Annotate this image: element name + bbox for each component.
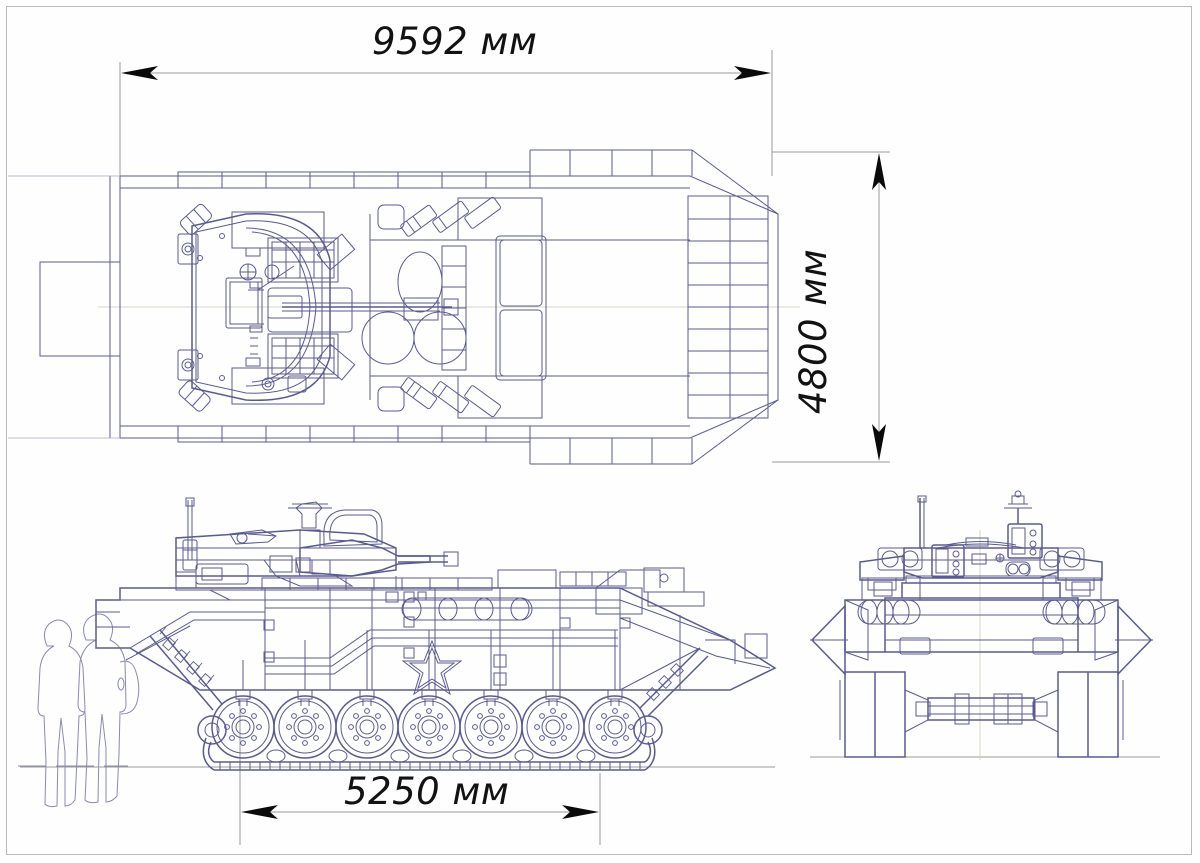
plan-deck-grid — [441, 245, 467, 371]
side-fuel-drums — [401, 597, 533, 621]
dimension-track-width-label: 5250 мм — [344, 770, 510, 813]
star-insignia — [401, 639, 463, 696]
side-turret — [175, 497, 459, 603]
dimension-length-label: 9592 мм — [372, 20, 538, 63]
plan-smoke-launchers-right — [400, 377, 502, 418]
plan-engine-grille — [495, 235, 547, 381]
side-hull-fittings — [263, 616, 631, 686]
front-side-armour — [810, 577, 1153, 676]
plan-smoke-launchers-left — [400, 196, 502, 237]
plan-right-skirt-slats — [177, 425, 531, 443]
front-axle — [904, 689, 1059, 733]
dimension-width — [772, 151, 890, 463]
front-view — [810, 490, 1160, 760]
side-track — [149, 626, 709, 771]
dimension-width-label: 4800 мм — [792, 248, 836, 415]
side-suspension-mounts — [235, 630, 623, 706]
dimension-length — [119, 50, 773, 176]
plan-view — [8, 149, 800, 465]
plan-turret — [177, 203, 459, 412]
plan-left-skirt-slats — [177, 171, 531, 189]
side-roof-stowage — [261, 567, 705, 615]
dimension-track-width — [239, 700, 601, 845]
side-road-wheels — [211, 695, 647, 759]
side-view — [18, 497, 777, 808]
front-tracks — [839, 671, 1124, 758]
front-turret — [859, 490, 1103, 591]
plan-rear-armour-panels — [687, 195, 769, 419]
human-silhouettes — [18, 613, 140, 808]
